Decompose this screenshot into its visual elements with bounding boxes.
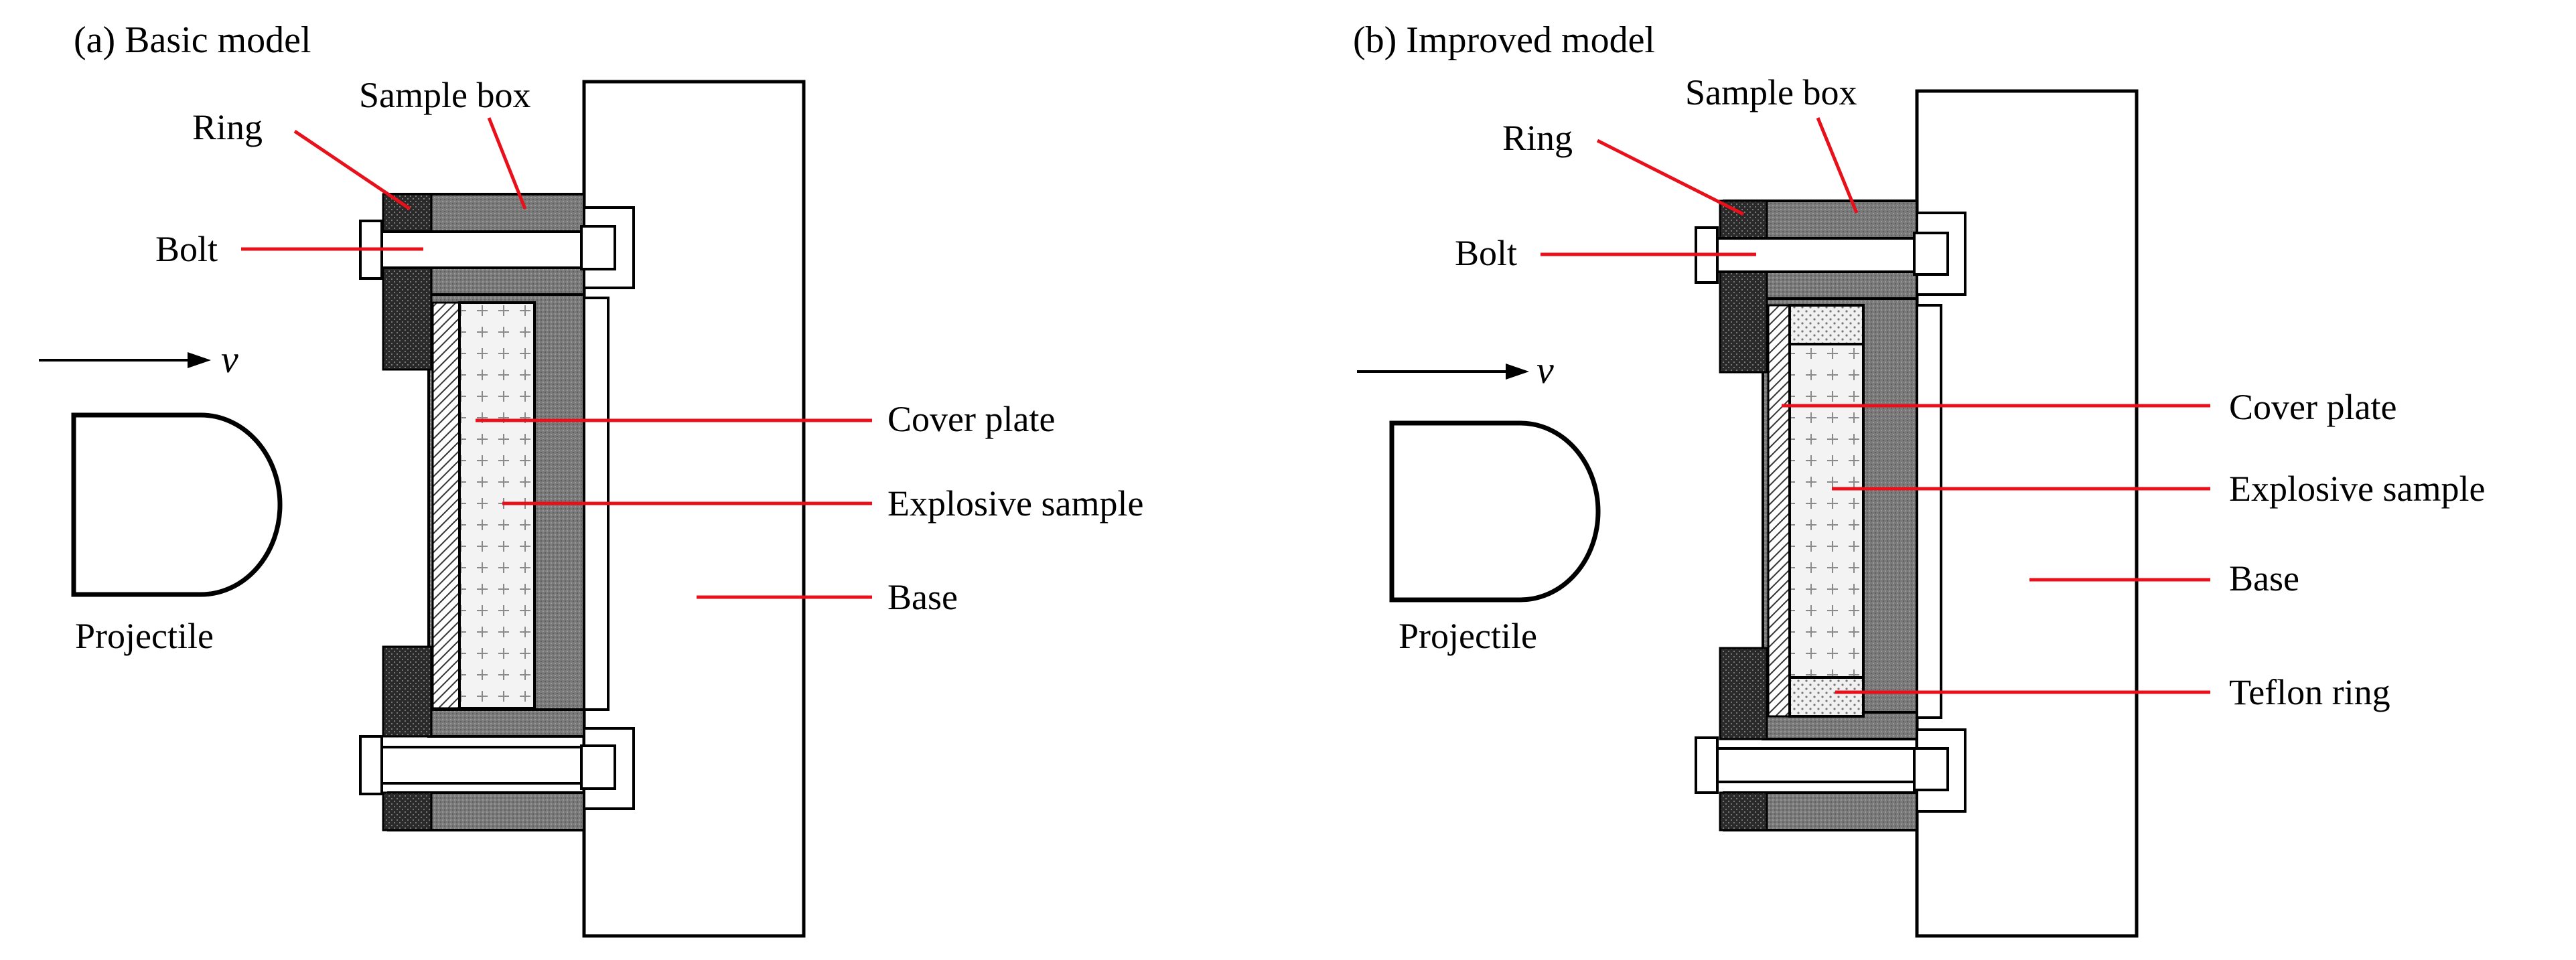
panel-a-base-label: Base <box>887 577 958 617</box>
panel-a-projectile-label: Projectile <box>75 616 214 656</box>
panel-a-explosive-sample-label: Explosive sample <box>887 483 1143 524</box>
panel-b: (b) Improved model <box>1353 19 2485 938</box>
panel-a-title: (a) Basic model <box>74 19 311 61</box>
panel-b-explosive-sample <box>1788 343 1865 679</box>
panel-b-bolt-label: Bolt <box>1455 233 1517 273</box>
panel-a-sample-box-leader <box>487 117 527 210</box>
panel-b-velocity-label: v <box>1536 348 1554 392</box>
panel-b-projectile <box>1389 420 1601 603</box>
panel-b-cover-plate-label: Cover plate <box>2229 387 2396 427</box>
panel-b-bolt <box>1695 212 1966 813</box>
panel-a-cover-plate <box>431 301 461 710</box>
panel-b-ring-leader <box>1596 139 1745 216</box>
panel-a-ring-leader <box>293 129 411 211</box>
panel-b-explosive-sample-label: Explosive sample <box>2229 469 2485 509</box>
panel-b-ring <box>1719 199 1768 831</box>
panel-b-sample-box-leader <box>1816 117 1859 214</box>
panel-a-projectile <box>71 412 283 597</box>
panel-b-cover-plate <box>1767 304 1791 718</box>
panel-b-teflon-ring-bottom <box>1788 676 1865 718</box>
panel-b-title: (b) Improved model <box>1353 19 1655 61</box>
panel-b-base-label: Base <box>2229 558 2299 598</box>
panel-a-bolt-label: Bolt <box>155 229 218 269</box>
panel-b-projectile-label: Projectile <box>1399 616 1537 656</box>
panel-a-velocity-label: v <box>221 337 238 381</box>
panel-a-explosive-sample <box>458 301 536 710</box>
panel-b-teflon-ring-label: Teflon ring <box>2229 672 2390 712</box>
panel-b-sample-box-label: Sample box <box>1685 72 1857 112</box>
panel-a-velocity-arrow <box>39 352 211 368</box>
panel-a-sample-box-label: Sample box <box>359 75 530 115</box>
panel-a: (a) Basic model <box>39 19 1143 938</box>
panel-b-ring-label: Ring <box>1502 118 1573 158</box>
panel-a-cover-plate-label: Cover plate <box>887 399 1055 439</box>
panel-a-ring-label: Ring <box>192 107 263 147</box>
panel-b-teflon-ring-top <box>1788 304 1865 345</box>
panel-a-ring <box>382 193 433 831</box>
panel-b-velocity-arrow <box>1357 364 1529 380</box>
